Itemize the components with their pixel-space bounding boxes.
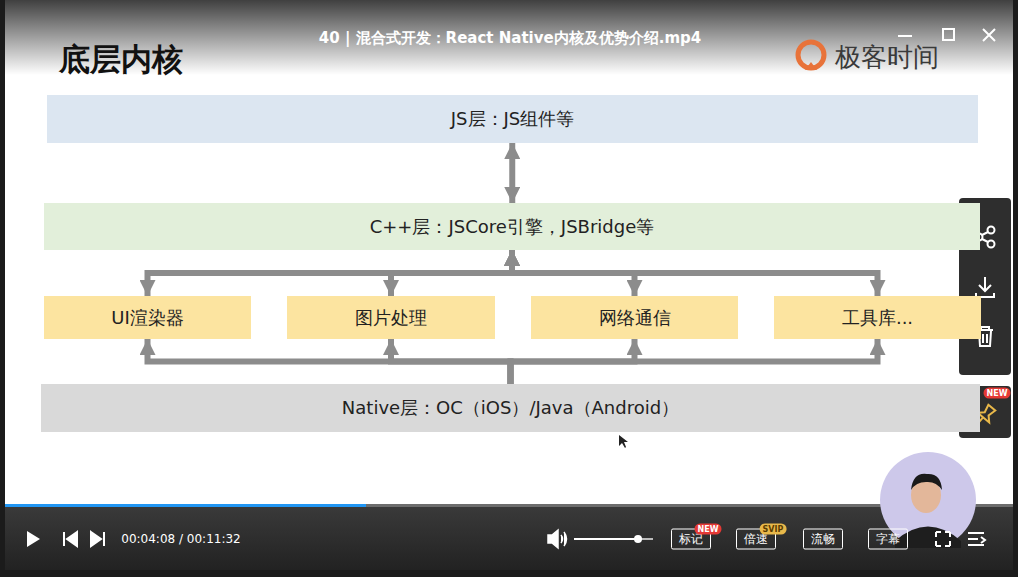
box-label: JS层：JS组件等 — [451, 107, 574, 131]
layer-box: UI渲染器 — [44, 296, 251, 339]
layer-box: 工具库... — [774, 296, 981, 339]
connector-arrow — [391, 339, 511, 384]
layer-box: JS层：JS组件等 — [47, 95, 978, 143]
mouse-cursor — [619, 435, 628, 448]
badge: NEW — [984, 388, 1011, 399]
volume-icon — [548, 530, 567, 548]
close-icon — [983, 29, 995, 41]
box-label: Native层：OC（iOS）/Java（Android） — [342, 396, 679, 420]
download-icon — [976, 277, 994, 297]
layer-box: 网络通信 — [531, 296, 738, 339]
layer-box: Native层：OC（iOS）/Java（Android） — [41, 384, 980, 432]
layer-box: C++层：JSCore引擎，JSBridge等 — [44, 203, 980, 250]
box-label: UI渲染器 — [111, 306, 183, 330]
box-label: 工具库... — [842, 306, 913, 330]
fullscreen-icon — [936, 532, 950, 546]
connector-arrow — [512, 250, 878, 296]
connector-arrow — [509, 143, 515, 203]
connector-arrow — [511, 339, 878, 384]
brand-logo: 极客时间 — [835, 40, 939, 75]
box-label: 网络通信 — [599, 306, 671, 330]
box-label: 图片处理 — [355, 306, 427, 330]
control-bar — [5, 506, 1013, 570]
layer-box: 图片处理 — [287, 296, 495, 339]
control-button: 流畅 — [803, 529, 843, 550]
progress-played — [5, 504, 366, 507]
connector-arrow — [148, 250, 513, 296]
volume-knob — [634, 535, 642, 543]
volume-level — [574, 538, 638, 540]
connector-arrow — [391, 250, 512, 296]
playlist-icon — [968, 533, 985, 545]
prev-icon — [64, 532, 77, 546]
badge: NEW — [695, 524, 722, 535]
logo-icon-tail — [805, 62, 817, 70]
next-icon — [91, 532, 104, 546]
box-label: C++层：JSCore引擎，JSBridge等 — [370, 215, 655, 239]
slide-title: 底层内核 — [59, 39, 183, 81]
presenter-hair — [911, 474, 942, 490]
presenter-body — [895, 527, 961, 549]
minimize-icon — [898, 35, 912, 37]
video-title: 40 | 混合式开发：React Native内核及优势介绍.mp4 — [319, 29, 701, 48]
badge: SVIP — [760, 524, 787, 535]
control-button: 字幕 — [868, 529, 908, 550]
connector-arrow — [148, 339, 511, 384]
progress-track — [5, 504, 1013, 507]
play-icon — [27, 531, 40, 547]
maximize-icon — [943, 29, 954, 40]
slide-ground — [5, 0, 1013, 506]
time-display: 00:04:08 / 00:11:32 — [121, 532, 240, 546]
